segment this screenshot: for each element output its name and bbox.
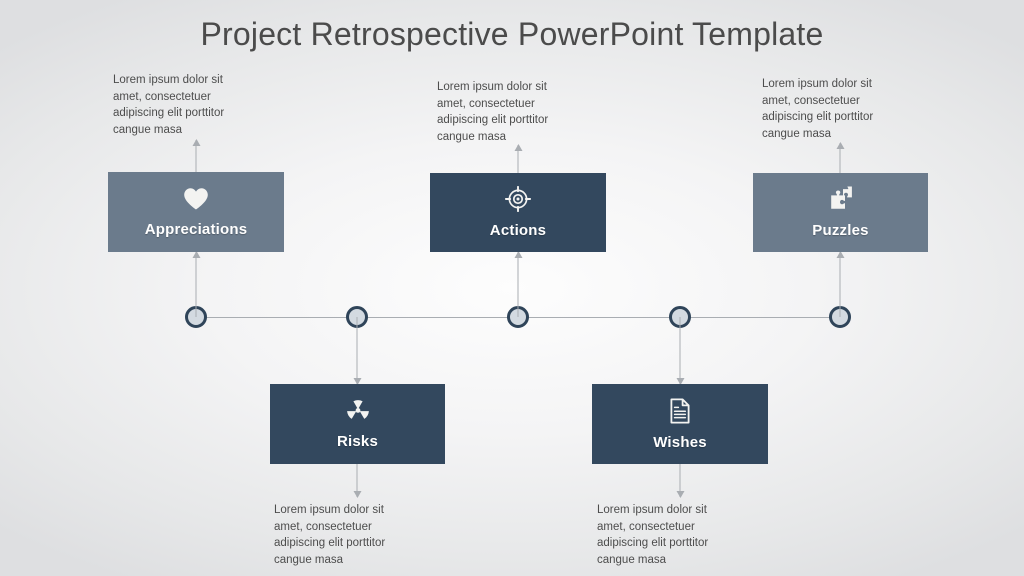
arrow-head-icon — [353, 491, 361, 498]
card-appreciations[interactable]: Appreciations — [108, 172, 284, 252]
connector-puzzles-caption — [836, 142, 844, 173]
arrow-head-icon — [192, 139, 200, 146]
connector-puzzles-node — [836, 251, 844, 317]
connector-actions-node — [514, 251, 522, 317]
arrow-head-icon — [353, 378, 361, 385]
caption-puzzles: Lorem ipsum dolor sit amet, consectetuer… — [762, 78, 874, 140]
card-actions[interactable]: Actions — [430, 173, 606, 252]
card-label-risks: Risks — [336, 433, 379, 450]
card-risks[interactable]: Risks — [270, 384, 445, 464]
heart-icon — [183, 187, 209, 211]
page-title: Project Retrospective PowerPoint Templat… — [200, 16, 824, 52]
arrow-head-icon — [676, 491, 684, 498]
connector-actions-caption — [514, 144, 522, 173]
radiation-icon — [345, 398, 371, 423]
connector-wishes-caption — [676, 464, 684, 498]
caption-actions: Lorem ipsum dolor sit amet, consectetuer… — [437, 81, 549, 143]
connector-appreciations-node — [192, 251, 200, 317]
caption-risks: Lorem ipsum dolor sit amet, consectetuer… — [274, 504, 386, 566]
arrow-head-icon — [514, 251, 522, 258]
arrow-head-icon — [676, 378, 684, 385]
connector-wishes-node — [676, 317, 684, 385]
card-label-wishes: Wishes — [653, 433, 707, 451]
connector-risks-node — [353, 317, 361, 385]
card-puzzles[interactable]: Puzzles — [753, 173, 928, 252]
connector-appreciations-caption — [192, 139, 200, 173]
card-wishes[interactable]: Wishes — [592, 384, 768, 464]
puzzle-icon — [828, 186, 854, 212]
card-label-actions: Actions — [489, 222, 547, 239]
document-icon — [669, 398, 691, 424]
arrow-head-icon — [192, 251, 200, 258]
arrow-head-icon — [836, 142, 844, 149]
target-icon — [504, 185, 532, 213]
arrow-head-icon — [836, 251, 844, 258]
arrow-head-icon — [514, 144, 522, 151]
caption-wishes: Lorem ipsum dolor sit amet, consectetuer… — [597, 504, 709, 566]
connector-risks-caption — [353, 464, 361, 498]
caption-appreciations: Lorem ipsum dolor sit amet, consectetuer… — [113, 74, 225, 136]
card-label-appreciations: Appreciations — [144, 220, 248, 238]
card-label-puzzles: Puzzles — [812, 222, 869, 239]
